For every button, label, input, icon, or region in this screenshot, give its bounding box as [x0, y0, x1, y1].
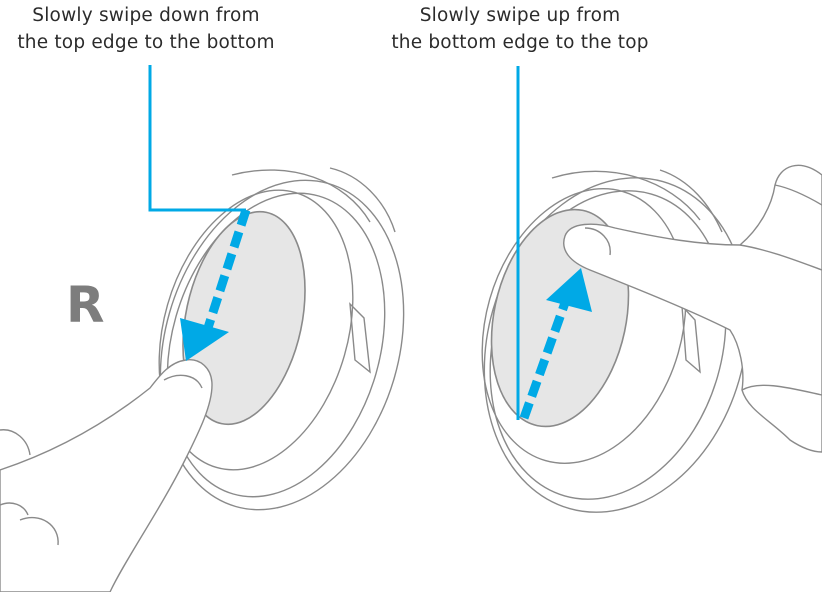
caption-swipe-up-line2: the bottom edge to the top [391, 32, 649, 53]
right-slot [681, 304, 701, 374]
left-finger [0, 359, 213, 592]
swipe-down-arrow-head [180, 318, 229, 361]
swipe-up-gesture [516, 66, 592, 420]
caption-swipe-down-line1: Slowly swipe down from [32, 5, 260, 26]
left-earcup-inner-rim [158, 189, 354, 471]
left-earcup-rim [166, 192, 386, 498]
right-hand [563, 164, 822, 453]
swipe-down-gesture [148, 65, 251, 361]
left-headband-line [231, 169, 371, 223]
caption-swipe-up: Slowly swipe up from the bottom edge to … [370, 2, 670, 56]
caption-swipe-down-line2: the top edge to the bottom [17, 32, 275, 53]
swipe-up-arrow-head [546, 268, 592, 312]
left-earcup [158, 167, 405, 511]
right-headband-line [551, 170, 701, 221]
caption-swipe-down: Slowly swipe down from the top edge to t… [0, 2, 292, 56]
right-earcup [481, 169, 749, 513]
caption-swipe-up-line1: Slowly swipe up from [419, 5, 621, 26]
left-callout-line [148, 65, 246, 212]
right-headband-line-2 [659, 169, 723, 233]
left-slot [349, 302, 371, 374]
left-touch-pad [182, 210, 306, 426]
right-side-label: R [66, 276, 105, 334]
left-headband-line-2 [329, 167, 396, 233]
right-earcup-inner-rim [481, 188, 687, 464]
swipe-up-arrow-shaft [519, 298, 571, 420]
